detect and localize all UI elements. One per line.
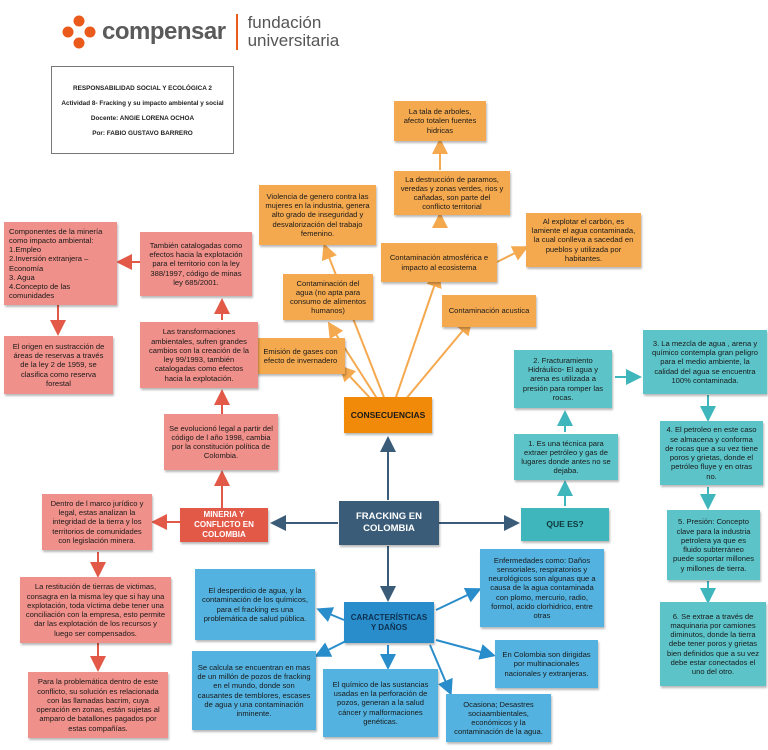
teacher-name: Docente: ANGIE LORENA OCHOA [90, 115, 195, 123]
origen-box: El origen en sustracción de áreas de res… [4, 336, 113, 394]
catalogadas-box: También catalogadas como efectos hacia l… [140, 232, 252, 296]
gases-box: Emisión de gases con efecto de invernade… [256, 338, 345, 374]
carbon-box: Al explotar el carbón, es lamiente el ag… [526, 213, 641, 267]
que-es-node: QUE ES? [521, 508, 609, 541]
componentes-box: Componentes de la minería como impacto a… [4, 222, 117, 305]
activity-title: Actividad 8- Fracking y su impacto ambie… [61, 100, 224, 108]
destruccion-box: La destrucción de paramos, veredas y zon… [394, 171, 510, 215]
activity-info-box: RESPONSABILIDAD SOCIAL Y ECOLÓGICA 2 Act… [51, 66, 234, 154]
course-title: RESPONSABILIDAD SOCIAL Y ECOLÓGICA 2 [73, 85, 212, 92]
que-es-point-4: 4. El petroleo en este caso se almacena … [660, 421, 763, 485]
desperdicio-box: El desperdicio de agua, y la contaminaci… [195, 569, 315, 640]
atmosferica-box: Contaminación atmosférica e impacto al e… [381, 243, 497, 282]
foundation-line-1: fundación [247, 13, 322, 32]
agua-box: Contaminación del agua (no apta para con… [283, 274, 373, 320]
quimico-box: El químico de las sustancias usadas en l… [323, 669, 438, 737]
caracteristicas-node: CARACTERÍSTICAS Y DAÑOS [344, 602, 434, 643]
evoluciono-box: Se evolucionó legal a partir del código … [164, 414, 278, 470]
tala-box: La tala de arboles, afecto totalen fuent… [394, 101, 486, 141]
que-es-point-2: 2. Fracturamiento Hidráulico- El agua y … [514, 350, 612, 408]
colombia-box: En Colombia son dirigidas por multinacio… [495, 640, 598, 688]
transformaciones-box: Las transformaciones ambientales, sufren… [140, 322, 258, 388]
que-es-point-5: 5. Presión: Concepto clave para la indus… [667, 510, 760, 580]
brand-name: compensar [102, 18, 226, 45]
foundation-name: fundación universitaria [248, 14, 340, 50]
mineria-node: MINERIA Y CONFLICTO EN COLOMBIA [180, 508, 268, 542]
ocasiona-box: Ocasiona; Desastres sociaambientales, ec… [446, 694, 551, 742]
marco-juridico-box: Dentro de l marco jurídico y legal, esta… [42, 494, 152, 550]
acustica-box: Contaminación acustica [442, 295, 536, 327]
restitucion-box: La restitución de tierras de victimas, c… [20, 577, 171, 643]
foundation-line-2: universitaria [247, 31, 340, 50]
logo: compensar fundación universitaria [62, 12, 339, 52]
logo-divider [235, 14, 238, 50]
compensar-logo-icon [62, 15, 96, 49]
que-es-point-3: 3. La mezcla de agua , arena y químico c… [643, 330, 767, 394]
consecuencias-node: CONSECUENCIAS [344, 397, 432, 433]
que-es-point-6: 6. Se extrae a través de maquinaria por … [660, 602, 766, 686]
que-es-point-1: 1. Es una técnica para extraer petróleo … [514, 434, 618, 480]
problematica-box: Para la problemática dentro de este conf… [28, 672, 168, 738]
enfermedades-box: Enfermedades como: Daños sensoriales, re… [480, 549, 604, 627]
violencia-box: Violencia de genero contra las mujeres e… [259, 185, 376, 245]
author-name: Por: FABIO GUSTAVO BARRERO [92, 130, 193, 138]
calcula-box: Se calcula se encuentran en mas de un mi… [192, 651, 316, 730]
central-node: FRACKING EN COLOMBIA [339, 501, 439, 545]
